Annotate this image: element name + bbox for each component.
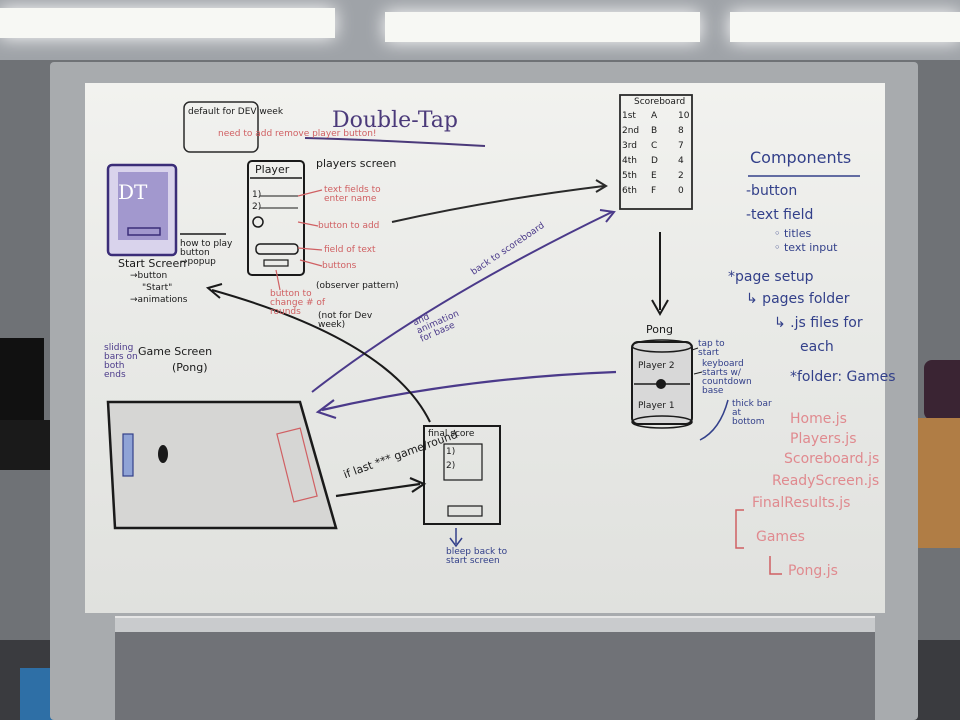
players-annotation: buttons	[322, 261, 357, 271]
thick-bar-note: thick bar at bottom	[732, 399, 772, 427]
chair	[924, 360, 960, 420]
scoreboard-cell: 8	[678, 126, 684, 136]
ceiling-light	[385, 12, 700, 42]
scoreboard-cell: E	[651, 171, 657, 181]
scoreboard-cell: C	[651, 141, 658, 151]
file-item: Pong.js	[788, 563, 838, 579]
keyboard-note: keyboard starts w/ countdown base	[702, 359, 752, 396]
players-row: 2)	[252, 202, 262, 212]
players-annotation: field of text	[324, 245, 376, 255]
tap-note: tap to start	[698, 339, 725, 358]
file-item: Home.js	[790, 411, 847, 427]
marker-tray	[115, 616, 875, 632]
rounds-note: button to change # of rounds	[270, 289, 326, 317]
not-dev-note: (not for Dev week)	[318, 311, 373, 330]
scoreboard-cell: 5th	[622, 171, 637, 181]
pages-folder-note: ↳ pages folder	[746, 291, 850, 307]
final-score-title: final score	[428, 429, 475, 439]
game-screen-sub: (Pong)	[172, 361, 208, 374]
default-note: default for DEV week	[188, 107, 284, 117]
start-note: →button	[130, 271, 168, 281]
sliding-note: sliding bars on both ends	[104, 343, 138, 380]
file-item: FinalResults.js	[752, 495, 851, 511]
players-screen-title: players screen	[316, 157, 397, 170]
file-item: ReadyScreen.js	[772, 473, 880, 489]
folder-games-note: *folder: Games	[790, 369, 896, 385]
scoreboard-cell: B	[651, 126, 658, 136]
components-item: ◦ text input	[774, 241, 838, 254]
file-item: Games	[756, 529, 805, 545]
start-note: →animations	[130, 295, 188, 305]
dt-logo: DT	[118, 180, 148, 204]
observer-note: (observer pattern)	[316, 281, 399, 291]
components-item: -button	[746, 183, 798, 199]
players-annotation: text fields to enter name	[324, 185, 381, 204]
how-to-play-note: how to play button →popup	[180, 239, 233, 267]
file-item: Scoreboard.js	[784, 451, 880, 467]
bleep-note: bleep back to start screen	[446, 547, 508, 566]
file-item: Players.js	[790, 431, 857, 447]
scoreboard-cell: 7	[678, 141, 684, 151]
game-screen-label: Game Screen	[138, 345, 213, 358]
ceiling-light	[730, 12, 960, 42]
components-title: Components	[750, 148, 852, 167]
start-note: "Start"	[142, 283, 173, 293]
pong-player2: Player 2	[638, 361, 675, 371]
components-item: -text field	[746, 207, 814, 223]
players-annotation: button to add	[318, 221, 380, 231]
scoreboard-cell: 2nd	[622, 126, 640, 136]
cubicle-panel	[115, 632, 875, 720]
add-player-note: need to add remove player button!	[218, 129, 377, 139]
pong-player1: Player 1	[638, 401, 675, 411]
scoreboard-cell: F	[651, 186, 657, 196]
scoreboard-cell: 10	[678, 111, 690, 121]
players-header: Player	[255, 163, 290, 176]
js-files-note: ↳ .js files for	[774, 315, 863, 331]
scoreboard-cell: 4th	[622, 156, 637, 166]
final-score-row: 1)	[446, 447, 456, 457]
scoreboard-cell: 0	[678, 186, 684, 196]
components-item: ◦ titles	[774, 227, 812, 240]
scoreboard-cell: A	[651, 111, 658, 121]
scoreboard-title: Scoreboard	[634, 97, 686, 107]
scoreboard-cell: D	[651, 156, 658, 166]
scoreboard-cell: 2	[678, 171, 684, 181]
scoreboard-cell: 1st	[622, 111, 636, 121]
start-screen-label: Start Screen	[118, 257, 187, 270]
board-title: Double-Tap	[332, 108, 459, 133]
scoreboard-cell: 3rd	[622, 141, 637, 151]
ceiling-light	[0, 8, 335, 38]
scoreboard-cell: 6th	[622, 186, 637, 196]
each-note: each	[800, 339, 834, 355]
final-score-row: 2)	[446, 461, 456, 471]
page-setup-note: *page setup	[728, 269, 814, 285]
players-row: 1)	[252, 190, 262, 200]
pong-title: Pong	[646, 323, 673, 336]
scoreboard-cell: 4	[678, 156, 684, 166]
